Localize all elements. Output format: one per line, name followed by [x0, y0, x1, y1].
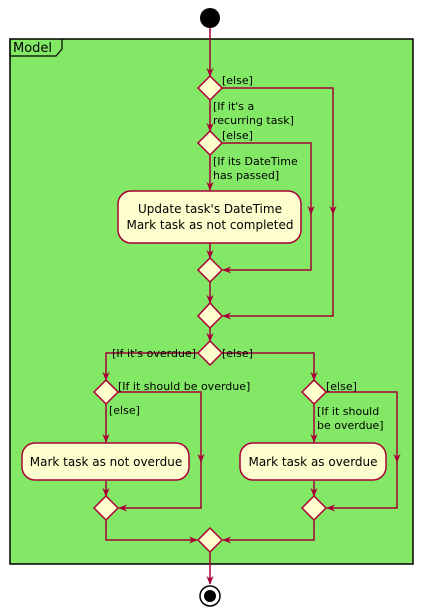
decision-should-be-overdue-right	[300, 378, 328, 406]
start-node	[200, 8, 220, 28]
decision-datetime-passed	[196, 129, 224, 157]
guard-passed-yes-1: [If its DateTime	[213, 155, 298, 168]
edge-d3-yes	[102, 352, 198, 381]
guard-passed-else: [else]	[222, 129, 253, 142]
guard-recurring-yes-1: [If it's a	[213, 100, 254, 113]
activity-update-datetime	[117, 190, 302, 244]
update-label-line2: Mark task as not completed	[126, 218, 293, 232]
activity-overdue	[239, 442, 387, 481]
decision-recurring	[196, 74, 224, 102]
guard-overdue-yes: [If it's overdue]	[112, 347, 196, 360]
guard-should-left-yes: [If it should be overdue]	[118, 380, 250, 393]
merge-final	[196, 526, 224, 554]
merge-right	[300, 494, 328, 522]
guard-should-right-yes-1: [If it should	[317, 405, 379, 418]
edge-d5-else-to-m4	[326, 462, 398, 512]
guard-should-right-yes-2: be overdue]	[317, 419, 384, 432]
edges	[102, 28, 401, 585]
not-overdue-label: Mark task as not overdue	[30, 455, 183, 469]
end-node	[199, 585, 221, 607]
partition-title: Model	[13, 41, 52, 56]
overdue-label: Mark task as overdue	[248, 455, 377, 469]
edge-m4-to-m5	[222, 520, 315, 544]
guard-should-left-else: [else]	[109, 404, 140, 417]
model-partition	[9, 38, 414, 565]
guard-overdue-else: [else]	[222, 347, 253, 360]
merge-recurring	[196, 301, 224, 330]
guard-recurring-yes-2: recurring task]	[213, 114, 294, 127]
edge-d1-else-to-m2	[222, 214, 334, 320]
edge-d4-yes-to-m3	[118, 462, 202, 512]
guard-recurring-else: [else]	[222, 74, 253, 87]
guard-passed-yes-2: has passed]	[213, 169, 279, 182]
edge-d2-else-to-m1	[222, 214, 312, 274]
partition-tab	[9, 39, 63, 57]
decision-should-be-overdue-left	[92, 378, 120, 406]
edge-d3-else	[222, 352, 318, 381]
activity-not-overdue	[21, 442, 190, 481]
edge-d4-yes	[118, 391, 205, 463]
edge-d2-else	[222, 142, 315, 215]
merge-datetime	[196, 256, 224, 284]
update-label-line1: Update task's DateTime	[138, 202, 282, 216]
edge-d1-else	[222, 87, 337, 215]
decision-overdue	[196, 339, 224, 367]
guard-should-right-else: [else]	[326, 380, 357, 393]
edge-d5-else	[326, 391, 401, 463]
merge-left	[92, 494, 120, 522]
edge-m3-to-m5	[105, 520, 198, 544]
